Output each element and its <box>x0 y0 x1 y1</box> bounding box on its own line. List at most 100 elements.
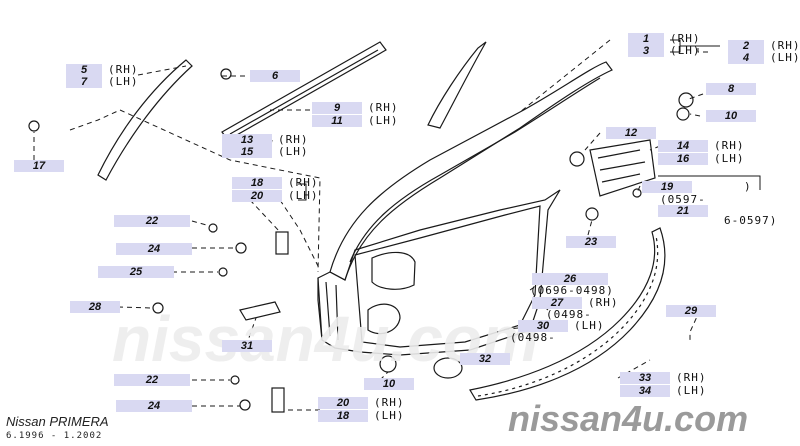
lower-hinge-bracket <box>271 387 285 413</box>
part-number: 31 <box>222 340 272 352</box>
side-label: (RH) <box>374 396 405 409</box>
sealing-screen <box>433 357 463 379</box>
callout-24-upper: 24 <box>116 243 192 255</box>
callout-25: 25 <box>98 266 174 278</box>
part-number: 13 <box>222 134 272 146</box>
side-label: (LH) <box>714 152 745 165</box>
callout-16: 16 (LH) <box>658 153 745 165</box>
nut-24b <box>239 399 251 411</box>
side-label: (LH) <box>676 384 707 397</box>
callout-21: 21 <box>658 205 708 217</box>
door-inner-panel <box>354 205 541 348</box>
side-label: (LH) <box>574 319 605 332</box>
part-number: 32 <box>460 353 510 365</box>
side-label: (RH) <box>288 176 319 189</box>
part-number: 20 <box>232 190 282 202</box>
door-panel-outline <box>317 189 561 356</box>
part-number: 34 <box>620 385 670 397</box>
callout-15: 15 (LH) <box>222 146 309 158</box>
callout-4: 4 (LH) <box>728 52 800 64</box>
part-number: 25 <box>98 266 174 278</box>
part-number: 23 <box>566 236 616 248</box>
part-number: 30 <box>518 320 568 332</box>
part-number: 26 <box>532 273 608 285</box>
bolt-28 <box>152 302 164 314</box>
callout-34: 34 (LH) <box>620 385 707 397</box>
part-number: 22 <box>114 374 190 386</box>
callout-18-upper: 18 (RH) <box>232 177 319 189</box>
part-number: 7 <box>66 76 102 88</box>
part-number: 27 <box>532 297 582 309</box>
part-number: 18 <box>232 177 282 189</box>
inside-handle <box>589 139 656 197</box>
part-number: 4 <box>728 52 764 64</box>
part-number: 21 <box>658 205 708 217</box>
callout-11: 11 (LH) <box>312 115 399 127</box>
nut-24a <box>235 242 247 254</box>
part-number: 5 <box>66 64 102 76</box>
side-label: (RH) <box>278 133 309 146</box>
side-label: (LH) <box>108 75 139 88</box>
part-number: 24 <box>116 243 192 255</box>
callout-10-upper: 10 <box>706 110 756 122</box>
bracket-18-20 <box>298 183 307 201</box>
callout-10-lower: 10 <box>364 378 414 390</box>
callout-13: 13 (RH) <box>222 134 309 146</box>
nut-6 <box>220 68 232 80</box>
side-label: (RH) <box>676 371 707 384</box>
part-number: 10 <box>364 378 414 390</box>
callout-19-date: (0597- <box>660 193 706 206</box>
callout-20-upper: 20 (LH) <box>232 190 319 202</box>
callout-23: 23 <box>566 236 616 248</box>
part-number: 12 <box>606 127 656 139</box>
weatherstrip <box>469 227 666 401</box>
callout-26: 26 <box>532 273 608 285</box>
callout-17: 17 <box>14 160 64 172</box>
part-number: 22 <box>114 215 190 227</box>
side-label: (RH) <box>108 63 139 76</box>
bolt-22b <box>230 375 240 385</box>
callout-20-lower: 20 (RH) <box>318 397 405 409</box>
callout-33: 33 (RH) <box>620 372 707 384</box>
callout-22-lower: 22 <box>114 374 190 386</box>
part-number: 28 <box>70 301 120 313</box>
clip-8 <box>678 92 694 108</box>
callout-1: 1 (RH) <box>628 33 701 45</box>
callout-26-date: (0696-0498) <box>530 284 614 297</box>
side-label: ) <box>744 180 752 193</box>
part-number: 20 <box>318 397 368 409</box>
callout-22-upper: 22 <box>114 215 190 227</box>
side-label: (LH) <box>770 51 800 64</box>
callout-30-date: (0498- <box>510 331 556 344</box>
bolt-25 <box>218 267 228 277</box>
callout-19: 19 ) <box>642 181 752 193</box>
part-number: 9 <box>312 102 362 114</box>
part-number: 33 <box>620 372 670 384</box>
callout-9: 9 (RH) <box>312 102 399 114</box>
part-number: 11 <box>312 115 362 127</box>
side-label: (RH) <box>770 39 800 52</box>
part-number: 2 <box>728 40 764 52</box>
callout-14: 14 (RH) <box>658 140 745 152</box>
door-window-frame <box>329 61 613 281</box>
door-check-link <box>239 301 281 321</box>
callout-28: 28 <box>70 301 120 313</box>
door-cutout <box>371 251 416 290</box>
part-number: 8 <box>706 83 756 95</box>
callout-5: 5 (RH) <box>66 64 139 76</box>
callout-21-date: 6-0597) <box>724 214 778 227</box>
clip-10 <box>676 107 690 121</box>
part-number: 16 <box>658 153 708 165</box>
part-number: 1 <box>628 33 664 45</box>
callout-12: 12 <box>606 127 656 139</box>
part-number: 17 <box>14 160 64 172</box>
front-sash <box>97 59 193 181</box>
model-name: Nissan PRIMERA <box>6 414 109 429</box>
watermark: nissan4u.com <box>508 398 749 439</box>
bolt-22a <box>208 223 218 233</box>
side-label: (RH) <box>368 101 399 114</box>
part-number: 29 <box>666 305 716 317</box>
callout-27-date: (0498- <box>546 308 592 321</box>
side-label: (LH) <box>374 409 405 422</box>
callout-27: 27 (RH) <box>532 297 619 309</box>
